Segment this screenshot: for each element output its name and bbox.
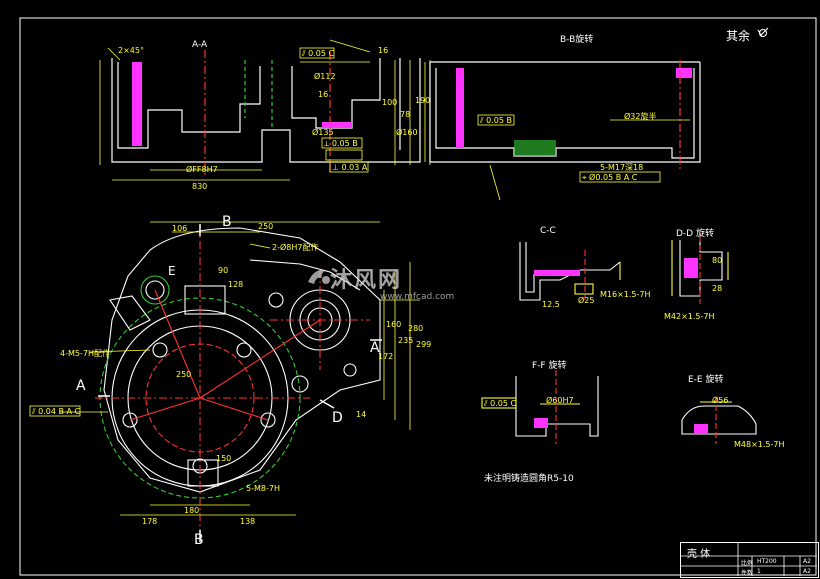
dim-180: 180 xyxy=(184,506,200,515)
dim-160: Ø160 xyxy=(396,128,418,137)
dim-ra125: 12.5 xyxy=(542,300,560,309)
dim-235: 235 xyxy=(398,336,414,345)
dim-m16: M16×1.5-7H xyxy=(600,290,651,299)
note-rest: 其余 xyxy=(726,29,751,43)
dim-138: 138 xyxy=(240,517,256,526)
title-ff: F-F 旋转 xyxy=(532,361,567,371)
dim-r250: 250 xyxy=(176,370,192,379)
section-view-bb xyxy=(429,60,701,170)
title-block-r1c2: HT200 xyxy=(757,558,777,565)
title-block-part-name: 壳 体 xyxy=(687,549,711,560)
dim-m48: M48×1.5-7H xyxy=(734,440,785,449)
dim-90: 90 xyxy=(218,266,229,275)
note-fillet: 未注明铸造圆角R5-10 xyxy=(484,474,574,484)
fcf-4: ⌖ Ø0.05 B A C xyxy=(582,173,638,182)
fcf-3: ⟂ 0.05 B xyxy=(324,139,358,148)
dim-830: 830 xyxy=(192,182,208,191)
dim-299: 299 xyxy=(416,340,432,349)
dim-150: 150 xyxy=(216,454,232,463)
dim-5-m8: 5-M8-7H xyxy=(246,484,280,493)
marker-b-bottom: B xyxy=(194,532,204,548)
marker-e: E xyxy=(168,264,176,278)
dim-160b: 160 xyxy=(386,320,402,329)
dim-78: 78 xyxy=(400,110,411,119)
dim-4-m: 4-M5-7H配作 xyxy=(60,349,110,358)
fcf-2: ⫽ 0.05 B xyxy=(480,116,512,125)
fcf-5: ⫽ 0.04 B A C xyxy=(32,407,81,416)
section-view-aa-dims xyxy=(99,39,431,181)
title-block-r2c2: 1 xyxy=(757,568,761,575)
marker-b-top: B xyxy=(222,214,232,230)
watermark-url: www.mfcad.com xyxy=(380,292,455,302)
title-dd: D-D 旋转 xyxy=(676,229,714,239)
dim-60h7: Ø60H7 xyxy=(546,396,574,405)
section-view-ff xyxy=(481,370,599,444)
dim-112: Ø112 xyxy=(314,72,336,81)
watermark-brand: 沐风网 xyxy=(330,268,403,293)
title-block: 壳 体 比例 HT200 A2 件数 1 A2 xyxy=(680,542,819,578)
title-block-r1c3: A2 xyxy=(803,558,811,565)
section-view-ee xyxy=(681,396,757,444)
drawing-border xyxy=(19,17,817,576)
watermark-logo-icon xyxy=(308,269,330,284)
fcf-7: ⊥ 0.03 A xyxy=(332,163,368,172)
fcf-1: ⫽ 0.05 C xyxy=(302,49,335,58)
title-cc: C-C xyxy=(540,226,556,236)
title-block-r2c3: A2 xyxy=(803,568,811,575)
dim-28: 28 xyxy=(712,284,723,293)
dim-128: 128 xyxy=(228,280,244,289)
section-view-bb-dims xyxy=(424,62,690,201)
dim-100: 100 xyxy=(382,98,398,107)
dim-190: 190 xyxy=(415,96,431,105)
dim-106: 106 xyxy=(172,224,188,233)
roughness-symbol-icon xyxy=(757,27,769,38)
dim-m42: M42×1.5-7H xyxy=(664,312,715,321)
dim-280: 280 xyxy=(408,324,424,333)
dim-5m: 5-M17深18 xyxy=(600,163,644,172)
title-block-grid xyxy=(680,542,817,576)
section-view-cc xyxy=(519,242,621,301)
marker-a-right: A xyxy=(370,340,380,356)
dim-178: 178 xyxy=(142,517,158,526)
main-plan-dims xyxy=(29,221,420,516)
section-view-dd xyxy=(671,236,729,304)
fcf-6: ⫽ 0.05 C xyxy=(484,399,517,408)
section-view-aa xyxy=(111,50,421,175)
marker-a-left: A xyxy=(76,378,86,394)
main-plan-view xyxy=(95,225,381,540)
dim-135: Ø135 xyxy=(312,128,334,137)
title-block-r1c1: 比例 xyxy=(741,560,754,567)
dim-32: Ø32旋半 xyxy=(624,112,657,121)
dim-phi-ff: ØFF8H7 xyxy=(186,165,218,174)
dim-250: 250 xyxy=(258,222,274,231)
dim-172: 172 xyxy=(378,352,394,361)
title-aa: A-A xyxy=(192,40,208,50)
dim-16a: 16 xyxy=(378,46,389,55)
cut-plane-markers xyxy=(98,224,382,542)
title-bb: B-B旋转 xyxy=(560,35,594,45)
title-block-r2c1: 件数 xyxy=(741,570,754,577)
dim-2-8h7: 2-Ø8H7配作 xyxy=(272,243,319,252)
dim-phi25: Ø25 xyxy=(578,296,595,305)
marker-d: D xyxy=(332,410,343,426)
dim-chamfer: 2×45° xyxy=(118,46,144,55)
dim-16b: 16 xyxy=(318,90,329,99)
dim-80: 80 xyxy=(712,256,723,265)
dim-56: Ø56 xyxy=(712,396,729,405)
title-ee: E-E 旋转 xyxy=(688,375,724,385)
dim-14: 14 xyxy=(356,410,367,419)
